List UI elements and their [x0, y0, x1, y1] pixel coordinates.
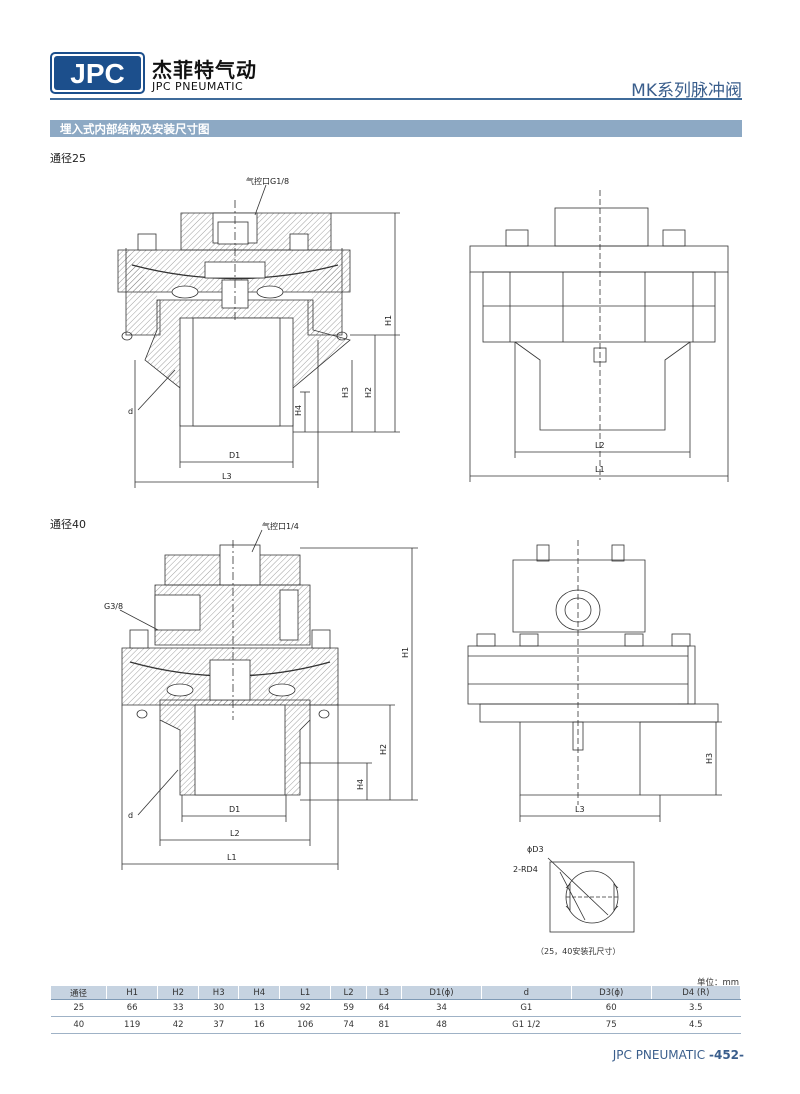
dn40-d1-label: D1 [229, 805, 240, 814]
table-cell: 81 [366, 1016, 402, 1034]
table-header-cell: L2 [330, 986, 367, 1000]
footer-brand: JPC PNEUMATIC [612, 1048, 706, 1062]
dn40-d-label: d [128, 811, 133, 820]
hole-d3-label: ϕD3 [527, 845, 544, 854]
hole-rd4-label: 2-RD4 [513, 865, 538, 874]
table-header-cell: H3 [198, 986, 240, 1000]
table-cell: 64 [366, 999, 402, 1017]
dn40-l1-label: L1 [227, 853, 237, 862]
table-header-cell: d [481, 986, 572, 1000]
dn40-h4-label: H4 [356, 779, 365, 790]
table-row: 25 66 33 30 13 92 59 64 34 G1 60 3.5 [51, 999, 741, 1017]
table-cell: 25 [51, 999, 107, 1017]
table-cell: 74 [330, 1016, 367, 1034]
table-header-cell: H4 [238, 986, 281, 1000]
dn25-h2-label: H2 [364, 387, 373, 398]
table-cell: 40 [51, 1016, 107, 1034]
page-number: -452- [708, 1048, 744, 1062]
dn40-side-view [467, 540, 722, 822]
footer: JPC PNEUMATIC -452- [613, 1048, 744, 1062]
table-cell: G1 [481, 999, 572, 1017]
table-cell: G1 1/2 [481, 1016, 572, 1034]
bore-label-40: 通径40 [50, 518, 86, 531]
table-cell: 37 [198, 1016, 239, 1034]
dn25-l2-label: L2 [595, 441, 605, 450]
table-cell: 33 [157, 999, 199, 1017]
brand-name-en: JPC PNEUMATIC [152, 80, 244, 93]
dn25-d1-label: D1 [229, 451, 240, 460]
table-header-cell: D3(ϕ) [571, 986, 652, 1000]
series-title: MK系列脉冲阀 [631, 81, 742, 101]
dn25-side-view [469, 190, 729, 482]
table-cell: 106 [279, 1016, 331, 1034]
bore-label-25: 通径25 [50, 152, 86, 165]
dn40-g-label: G3/8 [104, 602, 123, 611]
brand-name-cn: 杰菲特气动 [152, 58, 257, 82]
dn40-h3-label: H3 [705, 753, 714, 764]
table-header-cell: 通径 [51, 986, 107, 1000]
table-cell: 75 [571, 1016, 652, 1034]
table-cell: 59 [330, 999, 367, 1017]
dn25-l3-label: L3 [222, 472, 232, 481]
dn25-h3-label: H3 [341, 387, 350, 398]
dn40-h2-label: H2 [379, 744, 388, 755]
dn40-l3-label: L3 [575, 805, 585, 814]
jpc-logo: JPC [50, 52, 145, 94]
table-header-cell: L1 [279, 986, 332, 1000]
table-header-row: 通径 H1 H2 H3 H4 L1 L2 L3 D1(ϕ) d D3(ϕ) D4… [51, 986, 742, 1000]
table-cell: 34 [401, 999, 482, 1017]
dn40-section-view [119, 529, 418, 870]
table-header-cell: H1 [106, 986, 159, 1000]
dn40-port-label: 气控口1/4 [262, 521, 299, 531]
table-cell: 13 [238, 999, 280, 1017]
table-cell: 92 [279, 999, 331, 1017]
dn25-d-label: d [128, 407, 133, 416]
table-cell: 16 [238, 1016, 280, 1034]
dn25-h1-label: H1 [384, 315, 393, 326]
table-cell: 66 [106, 999, 158, 1017]
table-cell: 30 [198, 999, 239, 1017]
table-header-cell: H2 [157, 986, 199, 1000]
table-cell: 48 [401, 1016, 482, 1034]
table-header-cell: D1(ϕ) [401, 986, 482, 1000]
table-cell: 3.5 [651, 999, 741, 1017]
table-row: 40 119 42 37 16 106 74 81 48 G1 1/2 75 4… [51, 1016, 741, 1034]
table-cell: 4.5 [651, 1016, 741, 1034]
dn25-h4-label: H4 [294, 405, 303, 416]
mounting-hole-diagram [547, 857, 635, 933]
section-bar: 埋入式内部结构及安装尺寸图 [50, 120, 742, 137]
hole-note: （25，40安装孔尺寸） [536, 947, 621, 956]
table-cell: 42 [157, 1016, 199, 1034]
table-cell: 119 [106, 1016, 158, 1034]
table-header-cell: L3 [366, 986, 403, 1000]
table-cell: 60 [571, 999, 652, 1017]
dn25-l1-label: L1 [595, 465, 605, 474]
unit-label: 单位：mm [696, 978, 739, 988]
table-header-cell: D4 (R) [651, 986, 742, 1000]
logo-letters: JPC [70, 58, 124, 89]
dn25-port-label: 气控口G1/8 [246, 176, 289, 186]
dn25-section-view [117, 184, 400, 488]
header-rule [50, 98, 742, 100]
spec-table: 通径 H1 H2 H3 H4 L1 L2 L3 D1(ϕ) d D3(ϕ) D4… [51, 986, 742, 1034]
section-title: 埋入式内部结构及安装尺寸图 [60, 122, 210, 136]
dn40-l2-label: L2 [230, 829, 240, 838]
dn40-h1-label: H1 [401, 647, 410, 658]
